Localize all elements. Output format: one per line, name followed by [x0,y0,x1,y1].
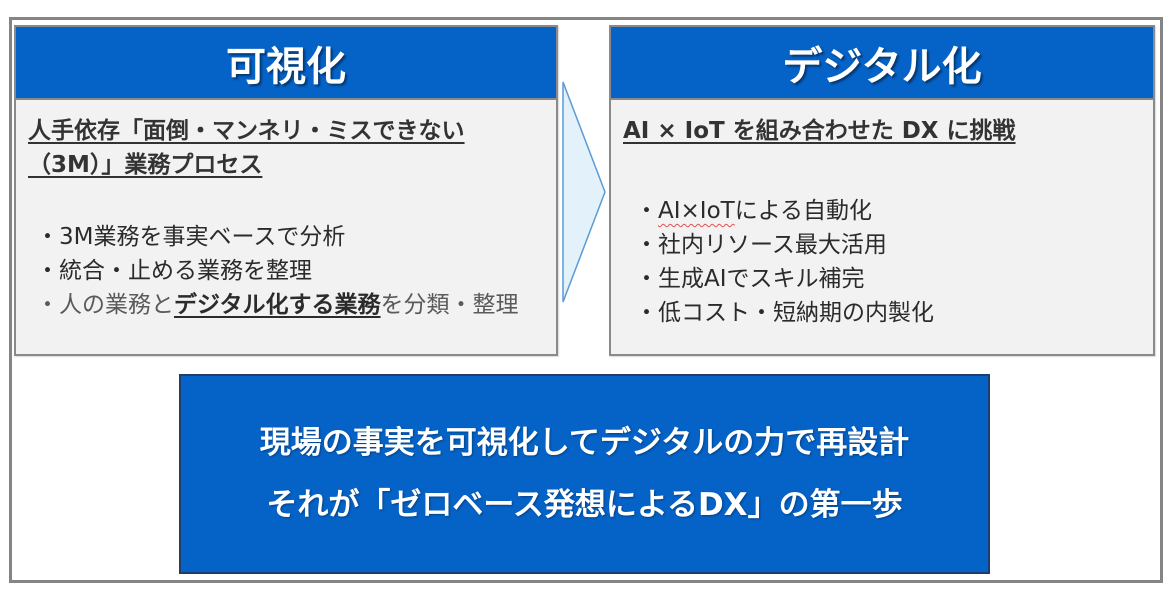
list-item: ・低コスト・短納期の内製化 [635,300,934,326]
visualization-title: 可視化 [16,27,556,100]
list-item: ・生成AIでスキル補完 [635,266,865,292]
bullet-emphasis: デジタル化する業務 [174,292,381,318]
summary-line-2: それが「ゼロベース発想によるDX」の第一歩 [266,487,903,523]
digitalization-bullets: ・AI×IoTによる自動化 ・社内リソース最大活用 ・生成AIでスキル補完 ・低… [623,194,1143,330]
summary-line-1: 現場の事実を可視化してデジタルの力で再設計 [259,425,910,461]
digitalization-title: デジタル化 [611,27,1153,100]
list-item: ・統合・止める業務を整理 [36,258,312,284]
visualization-panel: 可視化 人手依存「面倒・マンネリ・ミスできない（3M）」業務プロセス ・3M業務… [14,25,558,356]
list-item: ・AI×IoTによる自動化 [635,194,1143,228]
digitalization-panel: デジタル化 AI × IoT を組み合わせた DX に挑戦 ・AI×IoTによる… [609,25,1155,356]
list-item: ・人の業務とデジタル化する業務を分類・整理 [36,288,546,322]
list-item: ・社内リソース最大活用 [635,232,887,258]
visualization-body: 人手依存「面倒・マンネリ・ミスできない（3M）」業務プロセス ・3M業務を事実ベ… [16,100,556,322]
bullet-prefix: ・ [635,198,658,224]
bullet-prefix: ・人の業務と [36,292,174,318]
list-item: ・3M業務を事実ベースで分析 [36,224,346,250]
bullet-suffix: を分類・整理 [380,292,519,318]
diagram-frame [9,17,1163,583]
summary-box: 現場の事実を可視化してデジタルの力で再設計 それが「ゼロベース発想によるDX」の… [179,374,990,574]
digitalization-body: AI × IoT を組み合わせた DX に挑戦 ・AI×IoTによる自動化 ・社… [611,100,1153,330]
spellcheck-flagged-text: AI×IoT [658,198,735,224]
digitalization-lead: AI × IoT を組み合わせた DX に挑戦 [623,118,1016,144]
chevron-right-arrow-icon [562,81,606,303]
visualization-bullets: ・3M業務を事実ベースで分析 ・統合・止める業務を整理 ・人の業務とデジタル化す… [28,220,546,322]
visualization-lead: 人手依存「面倒・マンネリ・ミスできない（3M）」業務プロセス [28,118,465,178]
bullet-suffix: による自動化 [734,198,873,224]
